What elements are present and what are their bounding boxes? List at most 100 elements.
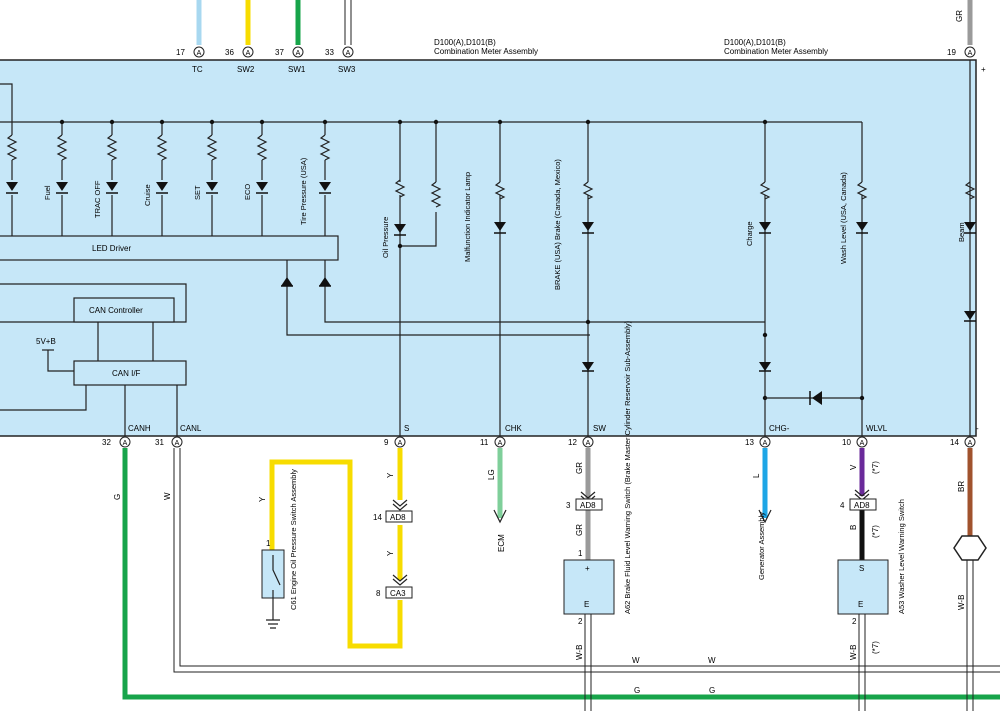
pin-name-wlvl: WLVL (866, 424, 888, 433)
connector-ad8-14 (385, 510, 413, 523)
svg-text:14: 14 (373, 513, 382, 522)
can-if-block (73, 360, 187, 386)
wire-label-g-2: G (709, 686, 715, 695)
top-pin-17: 17 A TC (176, 46, 205, 74)
svg-text:36: 36 (225, 48, 234, 57)
svg-text:A: A (498, 440, 503, 447)
svg-text:17: 17 (176, 48, 185, 57)
bottom-pin-9: 9 A (384, 436, 406, 448)
led-driver-block (0, 235, 339, 261)
supply-label: 5V+B (36, 337, 56, 346)
led-driver-label: LED Driver (92, 244, 131, 253)
lamp-label-fuel: Fuel (43, 185, 52, 200)
charge-label: Charge (745, 221, 754, 246)
top-pin-37: 37 A SW1 (275, 46, 306, 74)
ground-junction-icon (953, 535, 987, 561)
wire-label-g-1: G (634, 686, 640, 695)
wire-label-v: V (849, 464, 858, 470)
bottom-pin-12: 12 A (568, 436, 594, 448)
svg-text:AD8: AD8 (580, 501, 596, 510)
svg-text:A: A (860, 440, 865, 447)
ecm-label: ECM (497, 534, 506, 552)
svg-text:CA3: CA3 (390, 589, 406, 598)
svg-text:A: A (175, 440, 180, 447)
svg-text:19: 19 (947, 48, 956, 57)
svg-text:31: 31 (155, 438, 164, 447)
wire-label-y-3: Y (258, 496, 267, 502)
wire-label-w-vert: W (163, 492, 172, 500)
wire-label-w-1: W (632, 656, 640, 665)
a53-label: A53 Washer Level Warning Switch (897, 499, 906, 614)
svg-text:S: S (859, 564, 864, 573)
svg-text:1: 1 (578, 549, 583, 558)
can-if-label: CAN I/F (112, 369, 141, 378)
bottom-pin-11: 11 A (480, 436, 506, 448)
svg-text:2: 2 (578, 617, 583, 626)
wire-label-wb-1: W-B (575, 645, 584, 660)
pin-name-sw: SW (593, 424, 606, 433)
svg-text:AD8: AD8 (854, 501, 870, 510)
svg-text:SW2: SW2 (237, 65, 255, 74)
svg-text:A: A (968, 50, 973, 57)
svg-text:AD8: AD8 (390, 513, 406, 522)
wire-label-b-note: (*7) (871, 525, 880, 538)
wire-label-w-2: W (708, 656, 716, 665)
lamp-label-eco: ECO (243, 184, 252, 200)
wire-label-lg: LG (487, 469, 496, 480)
svg-text:4: 4 (840, 501, 845, 510)
assembly-name-left: Combination Meter Assembly (434, 47, 538, 56)
pin-name-chg: CHG- (769, 424, 790, 433)
wire-label-l: L (752, 473, 761, 478)
svg-text:+: + (981, 65, 986, 74)
lamp-label-set: SET (193, 185, 202, 200)
connector-ca3-8 (385, 586, 413, 599)
brake-label: BRAKE (USA) Brake (Canada, Mexico) (553, 159, 562, 290)
c61-label: C61 Engine Oil Pressure Switch Assembly (289, 469, 298, 610)
pin-name-canl: CANL (180, 424, 202, 433)
lamp-columns (6, 119, 331, 236)
pin-name-s: S (404, 424, 409, 433)
wire-label-gr-1: GR (575, 462, 584, 474)
svg-text:13: 13 (745, 438, 754, 447)
lamp-label-cruise: Cruise (143, 184, 152, 206)
can-controller-block (73, 297, 175, 323)
svg-text:37: 37 (275, 48, 284, 57)
a62-switch-box (563, 559, 615, 615)
top-pin-19: 19 A + (947, 46, 986, 74)
component-code-right: D100(A),D101(B) (724, 38, 786, 47)
top-wire-gr: GR (955, 10, 964, 22)
svg-text:A: A (296, 50, 301, 57)
oil-pressure-label: Oil Pressure (381, 217, 390, 258)
a53-switch-box (837, 559, 889, 615)
svg-text:9: 9 (384, 438, 389, 447)
pin-name-chk: CHK (505, 424, 523, 433)
svg-text:1: 1 (266, 539, 271, 548)
svg-text:E: E (858, 600, 863, 609)
svg-text:SW1: SW1 (288, 65, 306, 74)
wire-label-wb-3: W-B (957, 595, 966, 610)
wire-label-gr-2: GR (575, 524, 584, 536)
bottom-pin-13: 13 A (745, 436, 771, 448)
svg-text:A: A (123, 440, 128, 447)
pin-name-canh: CANH (128, 424, 151, 433)
svg-text:A: A (763, 440, 768, 447)
wire-label-v-note: (*7) (871, 461, 880, 474)
wire-label-y-1: Y (386, 472, 395, 478)
lamp-label-tire-pressure: Tire Pressure (USA) (299, 157, 308, 225)
beam-label: Beam (957, 222, 966, 242)
wire-label-g-vert: G (113, 494, 122, 500)
wire-label-wb-2: W-B (849, 645, 858, 660)
svg-text:14: 14 (950, 438, 959, 447)
svg-text:3: 3 (566, 501, 571, 510)
a62-label: A62 Brake Fluid Level Warning Switch (Br… (623, 320, 632, 614)
svg-text:33: 33 (325, 48, 334, 57)
svg-text:A: A (968, 440, 973, 447)
svg-text:10: 10 (842, 438, 851, 447)
svg-text:A: A (197, 50, 202, 57)
connector-ad8-4 (849, 498, 877, 511)
svg-text:12: 12 (568, 438, 577, 447)
malfunction-label: Malfunction Indicator Lamp (463, 172, 472, 262)
top-pin-36: 36 A SW2 (225, 46, 255, 74)
wire-label-b: B (849, 525, 858, 530)
